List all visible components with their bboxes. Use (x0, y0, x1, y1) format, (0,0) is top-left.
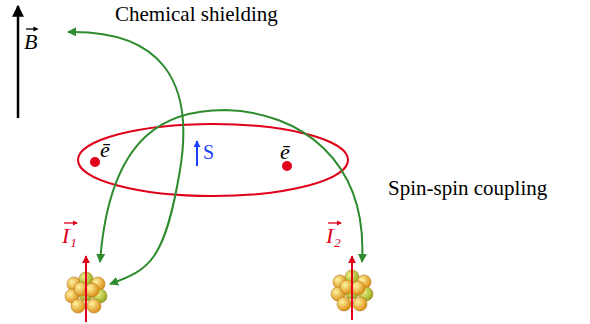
spin-symbol: S (203, 139, 214, 165)
nucleon (71, 299, 85, 313)
interaction-curve (68, 32, 183, 284)
effect-label: Chemical shielding (115, 2, 278, 26)
nucleon (87, 299, 101, 313)
nuclear-spin-arrow (351, 256, 353, 320)
effect-label: Spin-spin coupling (388, 176, 547, 200)
vector-symbol: I₂ (326, 222, 341, 251)
nucleon (353, 297, 367, 311)
nuclear-spin-arrow (85, 256, 87, 322)
nucleon (85, 283, 99, 297)
vector-symbol: B (24, 28, 37, 57)
vector-arrows (26, 27, 342, 226)
electron-symbol: ē (100, 136, 110, 165)
spin-arrow (196, 141, 198, 166)
electron-symbol: ē (280, 138, 290, 167)
electron-dot (90, 157, 100, 167)
vector-symbol: I₁ (62, 222, 77, 251)
nucleon (351, 281, 365, 295)
interaction-curve (100, 110, 362, 262)
nucleon (337, 297, 351, 311)
field-arrow (17, 6, 20, 118)
